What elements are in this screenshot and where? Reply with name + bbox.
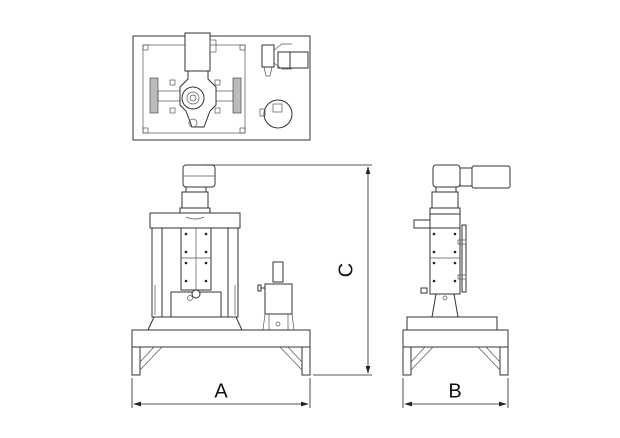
dimension-a-label: A <box>214 380 228 402</box>
front-valve <box>191 289 201 299</box>
top-view-drive-motor <box>289 51 309 69</box>
front-tank <box>264 283 293 315</box>
side-column <box>431 191 459 209</box>
dimensions: A B C <box>131 164 509 408</box>
side-base-frame <box>406 316 498 331</box>
front-right-leg <box>301 346 311 376</box>
side-bolts <box>432 232 457 283</box>
side-sight-gauge <box>461 224 467 293</box>
top-view-right-clamp <box>232 77 242 114</box>
top-view-drive-unit <box>261 44 275 68</box>
dimension-c-label: C <box>335 263 357 277</box>
front-base-table <box>131 329 311 348</box>
top-view-mill-head <box>181 86 205 110</box>
side-gear-head <box>432 164 461 188</box>
front-column <box>181 191 209 209</box>
side-left-leg <box>402 346 412 376</box>
side-discharge-cone <box>431 293 459 318</box>
top-view-left-clamp <box>149 77 159 114</box>
side-grinding-chamber <box>429 227 461 295</box>
top-view-frame <box>132 35 311 141</box>
side-right-leg <box>499 346 509 376</box>
front-crossbar <box>149 212 241 229</box>
dimension-b-label: B <box>448 380 461 402</box>
front-view <box>131 164 311 376</box>
front-left-leg <box>131 346 141 376</box>
side-view <box>402 164 511 376</box>
front-bolts <box>184 232 208 283</box>
front-pedestal <box>147 316 243 331</box>
top-view <box>132 32 311 141</box>
side-base-table <box>402 329 509 348</box>
side-inlet-chute <box>413 219 433 229</box>
side-drive-motor <box>471 165 511 189</box>
top-view-motor <box>184 32 211 72</box>
front-left-post <box>151 227 163 318</box>
front-tank-motor <box>272 261 284 283</box>
front-right-post <box>227 227 239 318</box>
top-view-tank <box>263 99 293 129</box>
